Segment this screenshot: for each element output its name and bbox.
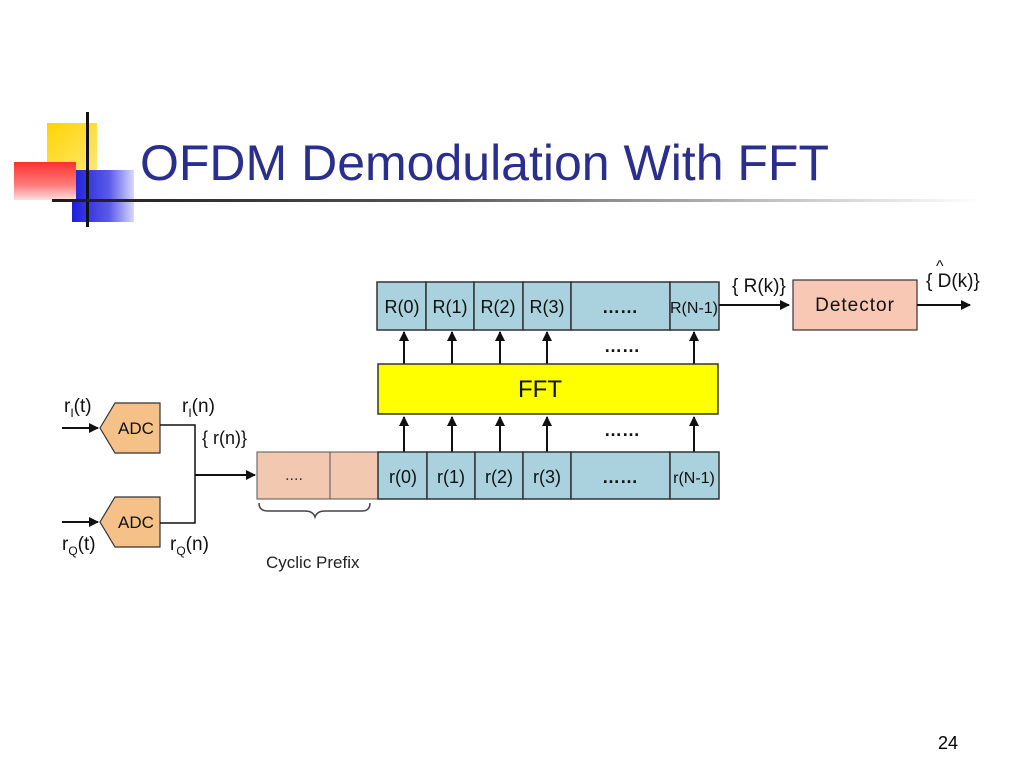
upper-arrow-dots: ……: [604, 336, 640, 356]
rq-t-sub: Q: [68, 544, 77, 558]
output-cell-last: R(N-1): [670, 300, 718, 317]
dk-label: { D(k)}: [926, 271, 980, 292]
slide-title: OFDM Demodulation With FFT: [140, 135, 830, 191]
input-cell-3: r(3): [533, 467, 561, 487]
output-cell-2: R(2): [481, 297, 516, 317]
dk-hat: ^: [936, 258, 944, 275]
input-cell-0-box: [377, 451, 428, 500]
deco-red-square: [14, 162, 76, 200]
title-underline: [52, 199, 982, 202]
input-cell-1: r(1): [437, 467, 465, 487]
output-cell-1-box: [425, 281, 475, 331]
cyclic-prefix-label: Cyclic Prefix: [266, 553, 360, 572]
deco-blue-square: [72, 170, 134, 222]
fft-label: FFT: [518, 376, 562, 403]
input-cells-row: r(0) r(1) r(2) r(3) …… r(N-1): [377, 451, 720, 500]
rq-n-base: r: [170, 534, 177, 555]
output-cell-dots: ……: [602, 297, 638, 317]
output-cell-3-box: [522, 281, 572, 331]
rq-n-arg: (n): [186, 534, 209, 555]
rq-t-arg: (t): [78, 534, 96, 555]
input-cell-1-box: [426, 451, 476, 500]
cyclic-prefix-dots: ....: [285, 467, 303, 484]
combined-label: { r(n)}: [202, 428, 247, 448]
rq-n-sub: Q: [176, 544, 185, 558]
page-number: 24: [938, 733, 959, 753]
input-cell-0: r(0): [389, 467, 417, 487]
ri-n-arg: (n): [192, 396, 215, 417]
output-cell-3: R(3): [530, 297, 565, 317]
ri-t-base: r: [64, 396, 71, 417]
fft-output-arrows: [399, 331, 699, 364]
ri-n-base: r: [182, 396, 189, 417]
input-cell-2: r(2): [485, 467, 513, 487]
adc-label-q: ADC: [118, 513, 154, 532]
adc-block-q: [99, 496, 161, 548]
fft-block: [377, 363, 719, 415]
input-cell-last-box: [669, 451, 720, 500]
output-cell-0-box: [376, 281, 427, 331]
deco-vertical-line: [86, 112, 89, 227]
adc-block-i: [99, 402, 161, 454]
ri-n-label: rI(n): [182, 396, 215, 420]
adc-label-i: ADC: [118, 419, 154, 438]
ri-n-sub: I: [188, 406, 191, 420]
rq-t-base: r: [62, 534, 69, 555]
fft-input-arrows: [399, 416, 699, 452]
rq-t-label: rQ(t): [62, 534, 96, 558]
input-cell-last: r(N-1): [673, 470, 715, 487]
ri-t-sub: I: [70, 406, 73, 420]
detector-label: Detector: [815, 295, 895, 316]
input-cell-dots: ……: [602, 467, 638, 487]
output-cell-1: R(1): [433, 297, 468, 317]
output-cell-0: R(0): [385, 297, 420, 317]
input-cell-dots-box: [570, 451, 671, 500]
cyclic-prefix-box-1: [256, 451, 331, 500]
ri-t-arg: (t): [74, 396, 92, 417]
rk-label: { R(k)}: [732, 276, 786, 297]
input-cell-2-box: [474, 451, 524, 500]
output-cells-row: R(0) R(1) R(2) R(3) …… R(N-1): [376, 281, 720, 331]
rq-n-label: rQ(n): [170, 534, 209, 558]
ri-t-label: rI(t): [64, 396, 92, 420]
adc-combine-lines: [160, 424, 196, 524]
input-cell-3-box: [522, 451, 572, 500]
cyclic-prefix-box-2: [329, 451, 379, 500]
cyclic-prefix-brace: [258, 502, 371, 520]
lower-arrow-dots: ……: [604, 420, 640, 440]
